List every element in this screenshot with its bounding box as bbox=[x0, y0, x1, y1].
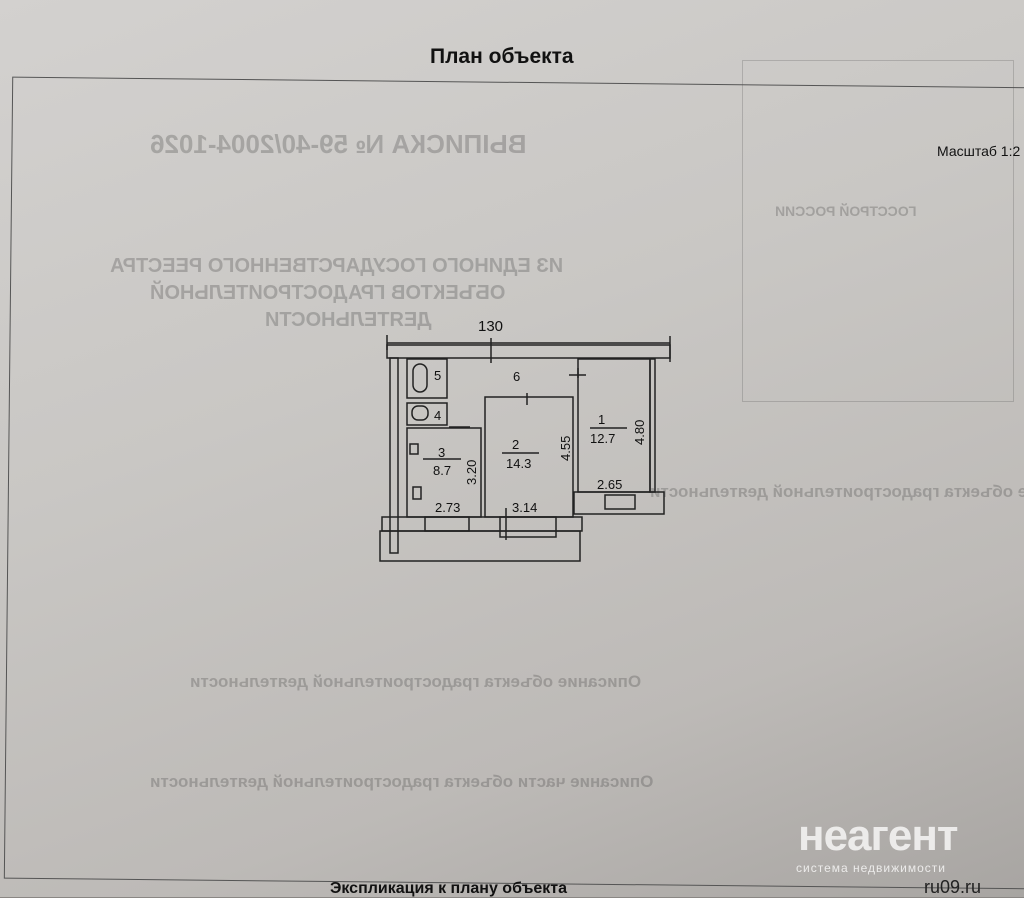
stamp-area bbox=[742, 60, 1014, 402]
room-number: 4 bbox=[434, 408, 441, 423]
bathtub-icon bbox=[412, 363, 428, 393]
room-number: 5 bbox=[434, 368, 441, 383]
window bbox=[499, 516, 557, 538]
outer-wall-left bbox=[389, 357, 399, 554]
dimension-label: 4.55 bbox=[558, 436, 573, 461]
dimension-label: 4.80 bbox=[632, 420, 647, 445]
watermark-site: ru09.ru bbox=[924, 877, 982, 897]
window bbox=[424, 516, 470, 532]
room-area: 14.3 bbox=[506, 456, 531, 471]
dimension-label: 2.73 bbox=[435, 500, 460, 515]
dimension-label: 3.20 bbox=[464, 460, 479, 485]
room-4 bbox=[406, 402, 448, 426]
watermark-tagline: система недвижимости bbox=[796, 861, 946, 875]
dimension-label: 130 bbox=[478, 318, 503, 335]
outer-wall-top bbox=[386, 344, 671, 359]
room-area: 8.7 bbox=[433, 463, 451, 478]
stove-icon bbox=[412, 486, 422, 500]
room-number: 6 bbox=[513, 369, 520, 384]
dimension-label: 3.14 bbox=[512, 500, 537, 515]
room-number: 3 bbox=[438, 445, 445, 460]
outer-wall-bottom bbox=[381, 516, 583, 532]
sink-icon bbox=[409, 443, 419, 455]
room-number: 2 bbox=[512, 437, 519, 452]
toilet-icon bbox=[411, 405, 429, 421]
page-title: План объекта bbox=[430, 45, 574, 68]
room-area: 12.7 bbox=[590, 431, 615, 446]
dimension-label: 2.65 bbox=[597, 477, 622, 492]
window bbox=[604, 494, 636, 510]
room-5 bbox=[406, 358, 448, 399]
scale-label: Масштаб 1:2 bbox=[937, 143, 1021, 159]
watermark-logo: неагент bbox=[798, 811, 958, 860]
section-heading: Экспликация к плану объекта bbox=[330, 880, 568, 897]
room-number: 1 bbox=[598, 412, 605, 427]
